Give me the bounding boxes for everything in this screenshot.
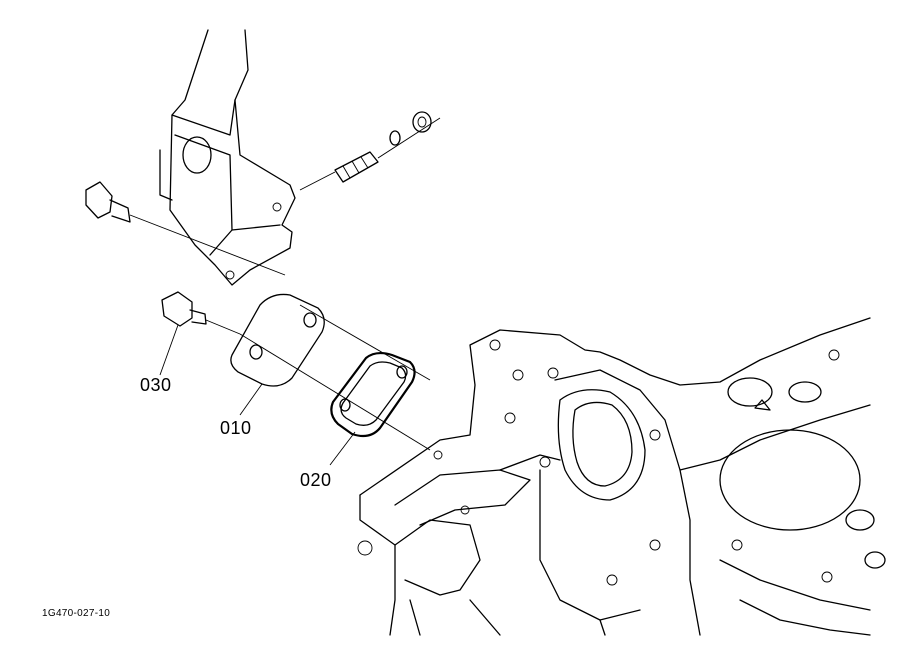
gasket-020 [329,351,416,466]
cover-plate-010 [230,293,325,416]
figure-code: 1G470-027-10 [42,608,111,619]
part-label-010: 010 [220,418,252,438]
bracket [159,29,296,286]
alignment-line-lower [239,333,431,451]
plug-bolt-030 [159,291,241,376]
bracket-bolt [85,181,286,276]
engine-block [357,317,886,636]
alignment-line-upper [299,304,431,381]
part-label-030: 030 [140,375,172,395]
part-label-020: 020 [300,470,332,490]
stud-bolt [299,111,441,191]
